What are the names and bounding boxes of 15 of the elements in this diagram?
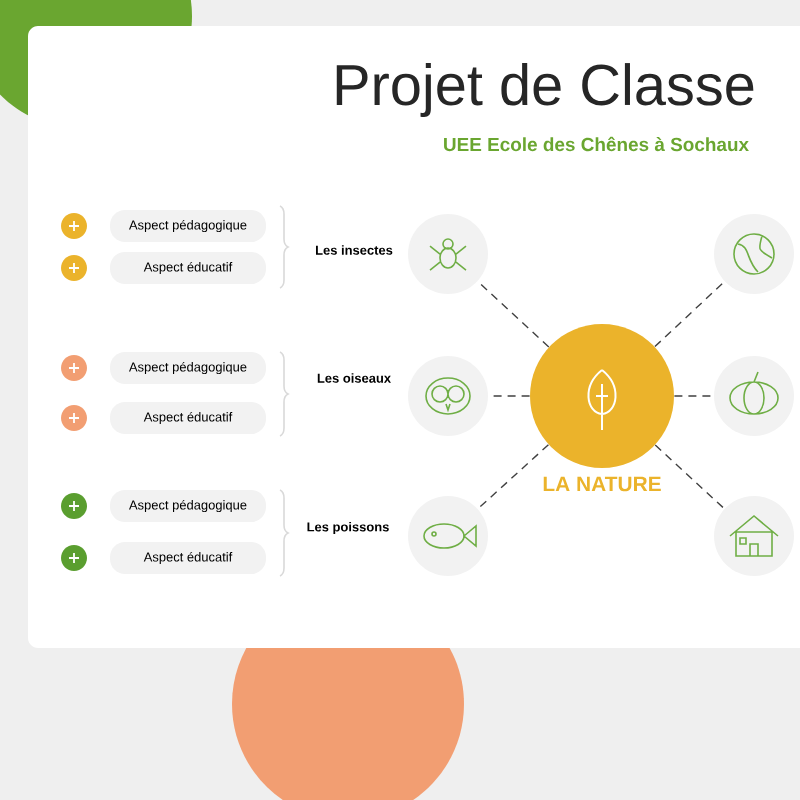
dashed-connector <box>477 280 550 348</box>
icon-circle <box>408 214 488 294</box>
title: Projet de Classe <box>336 63 754 117</box>
dashed-connector <box>654 280 726 348</box>
dashed-connector <box>477 444 550 510</box>
dashed-connector <box>673 395 715 397</box>
icon-circle <box>408 496 488 576</box>
icon-circle <box>714 356 794 436</box>
subtitle: UEE Ecole des Chênes à Sochaux <box>444 136 749 152</box>
dashed-connector <box>654 444 725 510</box>
center-circle <box>530 324 674 468</box>
icon-circle <box>714 496 794 576</box>
center-label: LA NATURE <box>543 476 661 492</box>
icon-circle <box>408 356 488 436</box>
icon-circle <box>714 214 794 294</box>
